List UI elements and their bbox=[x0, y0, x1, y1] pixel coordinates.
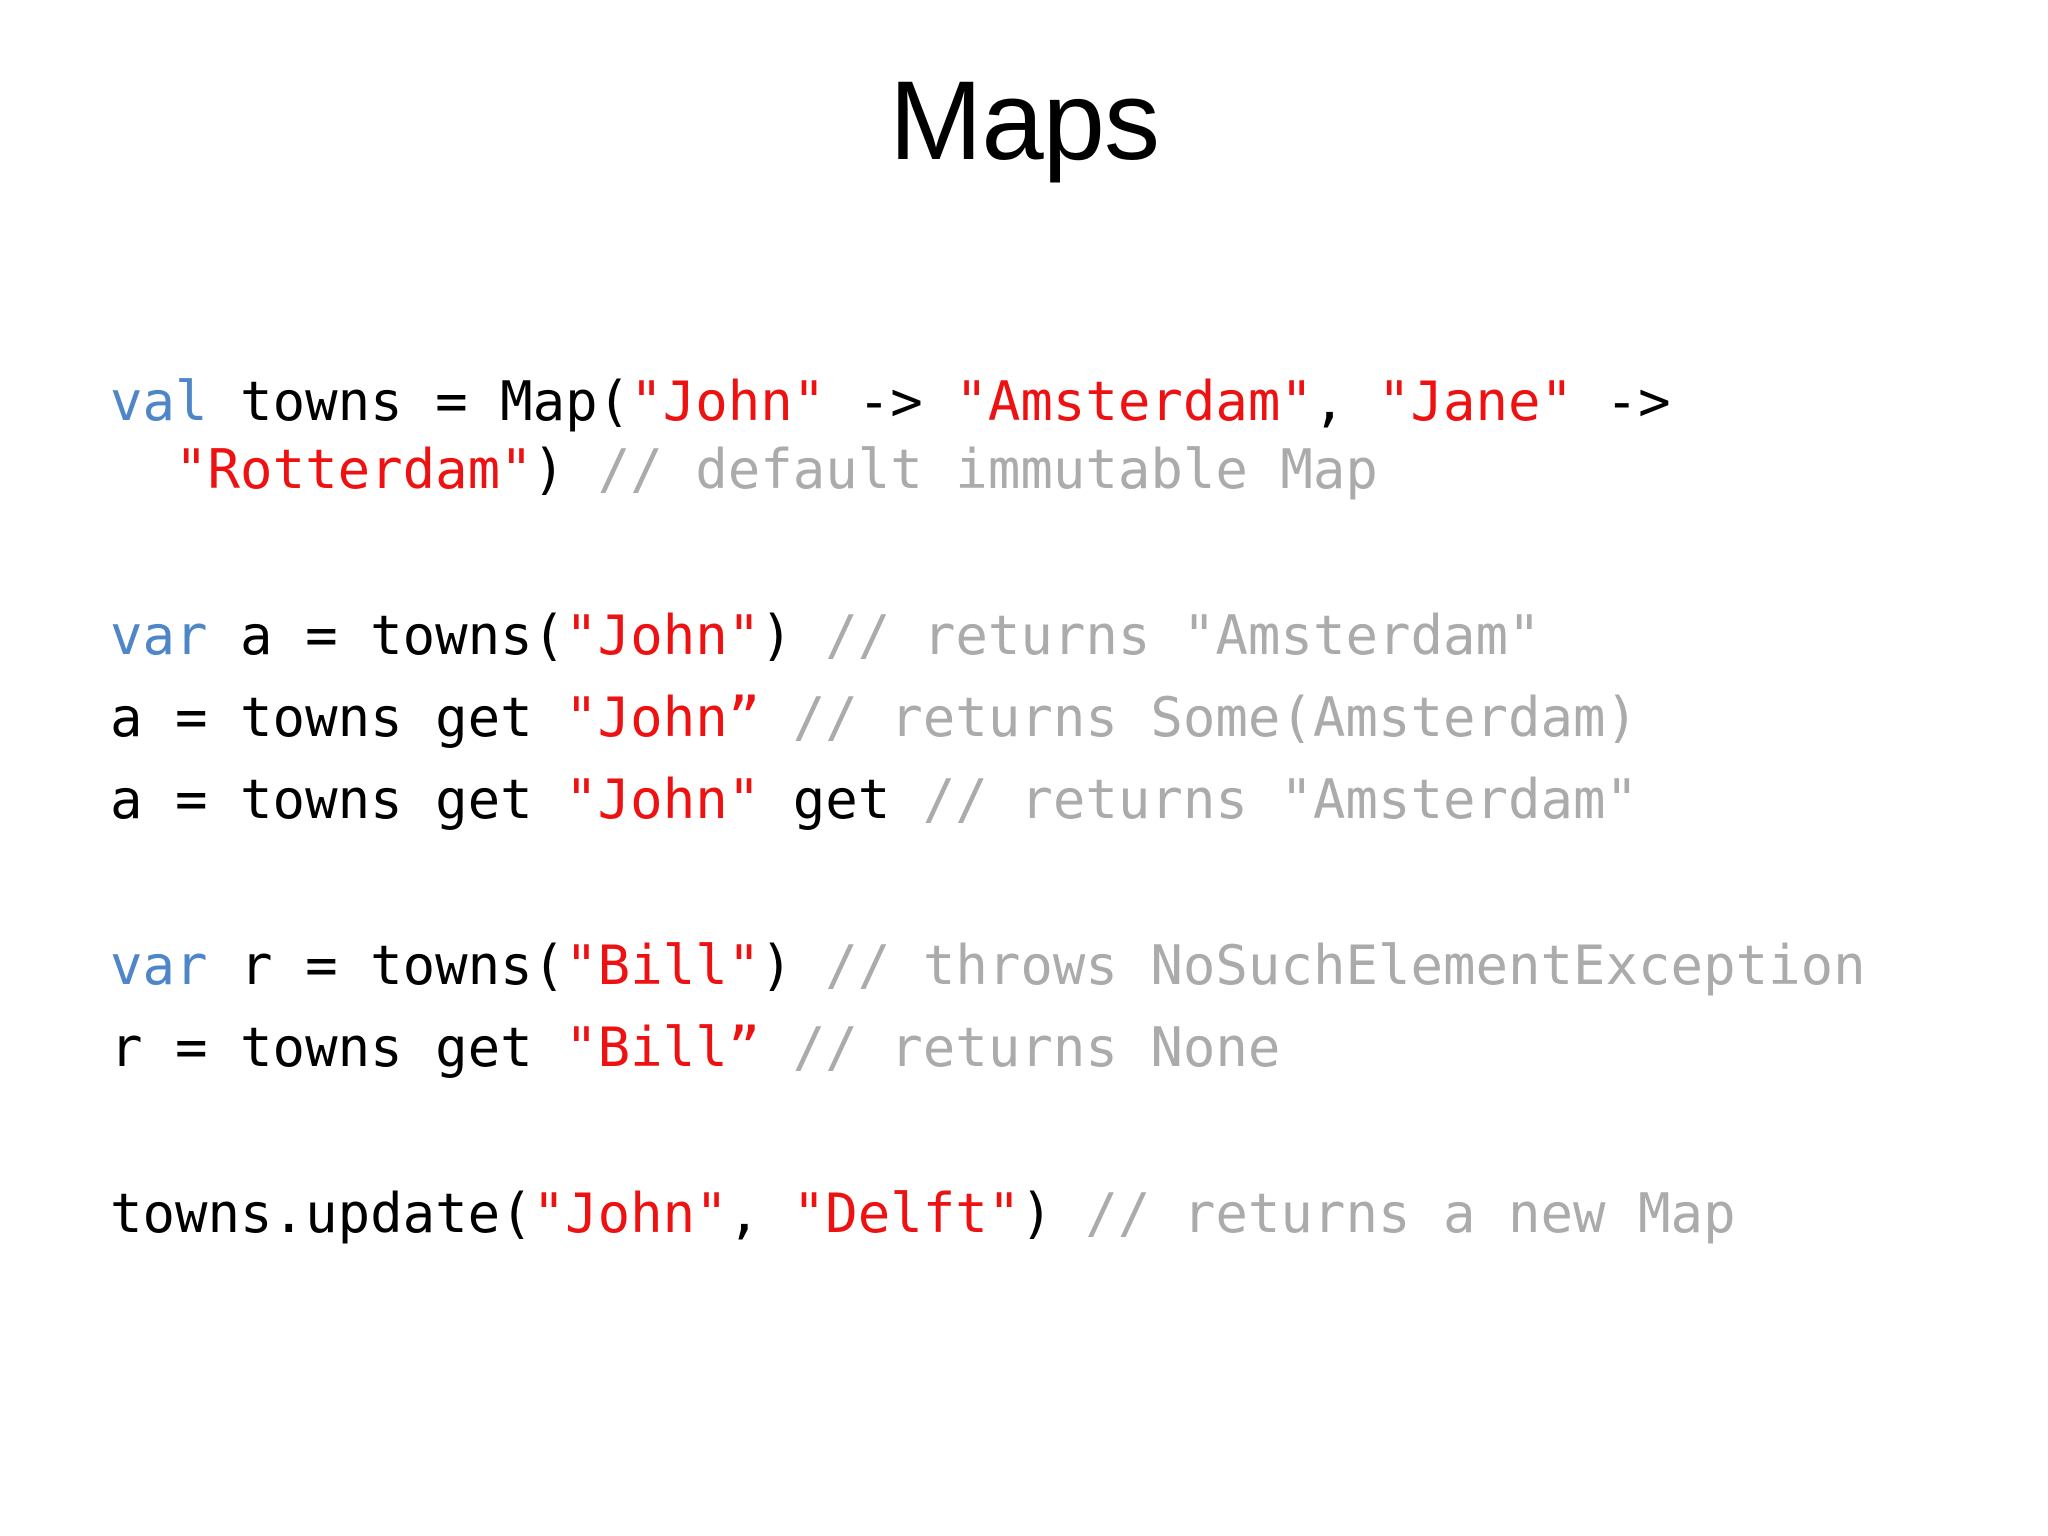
code-segment-comment: // default immutable Map bbox=[597, 438, 1378, 501]
code-segment-plain: a = towns get bbox=[110, 768, 566, 831]
code-segment-plain: ) bbox=[760, 604, 826, 667]
code-segment-keyword: var bbox=[110, 604, 208, 667]
code-segment-plain: towns = Map( bbox=[207, 370, 631, 433]
code-block-3: var r = towns("Bill") // throws NoSuchEl… bbox=[110, 932, 2018, 1082]
code-segment-string: "Bill” bbox=[565, 1016, 761, 1079]
code-block-4: towns.update("John", "Delft") // returns… bbox=[110, 1180, 2018, 1248]
code-segment-string: "Rotterdam" bbox=[175, 438, 533, 501]
code-segment-comment: // returns Some(Amsterdam) bbox=[792, 686, 1639, 749]
code-line: var r = towns("Bill") // throws NoSuchEl… bbox=[110, 932, 2018, 1000]
code-segment-string: "John” bbox=[565, 686, 761, 749]
code-segment-string: "John" bbox=[532, 1182, 728, 1245]
code-segment-comment: // returns a new Map bbox=[1085, 1182, 1736, 1245]
code-segment-comment: // returns "Amsterdam" bbox=[922, 768, 1639, 831]
code-segment-comment: // throws NoSuchElementException bbox=[825, 934, 1866, 997]
code-block-2: var a = towns("John") // returns "Amster… bbox=[110, 602, 2018, 834]
code-line: towns.update("John", "Delft") // returns… bbox=[110, 1180, 2018, 1248]
code-line: a = towns get "John" get // returns "Ams… bbox=[110, 766, 2018, 834]
code-segment-string: "Delft" bbox=[792, 1182, 1021, 1245]
code-segment-keyword: val bbox=[110, 370, 208, 433]
code-segment-comment: // returns None bbox=[792, 1016, 1281, 1079]
code-segment-string: "John" bbox=[630, 370, 826, 433]
code-segment-plain: a = towns( bbox=[207, 604, 566, 667]
code-segment-string: "Amsterdam" bbox=[955, 370, 1313, 433]
code-segment-plain bbox=[760, 1016, 793, 1079]
code-area: val towns = Map("John" -> "Amsterdam", "… bbox=[110, 368, 2018, 1248]
code-segment-plain: , bbox=[727, 1182, 793, 1245]
code-line: a = towns get "John” // returns Some(Ams… bbox=[110, 684, 2018, 752]
code-segment-plain: ) bbox=[760, 934, 826, 997]
code-segment-plain: towns.update( bbox=[110, 1182, 533, 1245]
page-title: Maps bbox=[889, 58, 1160, 183]
code-segment-string: "John" bbox=[565, 768, 761, 831]
code-line: "Rotterdam") // default immutable Map bbox=[110, 436, 2018, 504]
code-segment-plain: , bbox=[1312, 370, 1378, 433]
code-segment-plain: ) bbox=[1020, 1182, 1086, 1245]
code-segment-string: "John" bbox=[565, 604, 761, 667]
code-segment-plain bbox=[760, 686, 793, 749]
code-line: var a = towns("John") // returns "Amster… bbox=[110, 602, 2018, 670]
code-segment-plain: -> bbox=[1573, 370, 1671, 433]
code-segment-plain: r = towns( bbox=[207, 934, 566, 997]
code-segment-comment: // returns "Amsterdam" bbox=[825, 604, 1541, 667]
code-segment-plain: ) bbox=[532, 438, 598, 501]
code-segment-string: "Jane" bbox=[1377, 370, 1574, 433]
code-segment-plain: a = towns get bbox=[110, 686, 566, 749]
code-line: val towns = Map("John" -> "Amsterdam", "… bbox=[110, 368, 2018, 436]
code-block-1: val towns = Map("John" -> "Amsterdam", "… bbox=[110, 368, 2018, 504]
code-segment-plain: -> bbox=[825, 370, 956, 433]
code-segment-plain: r = towns get bbox=[110, 1016, 566, 1079]
code-segment-string: "Bill" bbox=[565, 934, 761, 997]
code-segment-keyword: var bbox=[110, 934, 208, 997]
code-segment-plain bbox=[110, 438, 175, 501]
code-line: r = towns get "Bill” // returns None bbox=[110, 1014, 2018, 1082]
code-segment-plain: get bbox=[760, 768, 923, 831]
